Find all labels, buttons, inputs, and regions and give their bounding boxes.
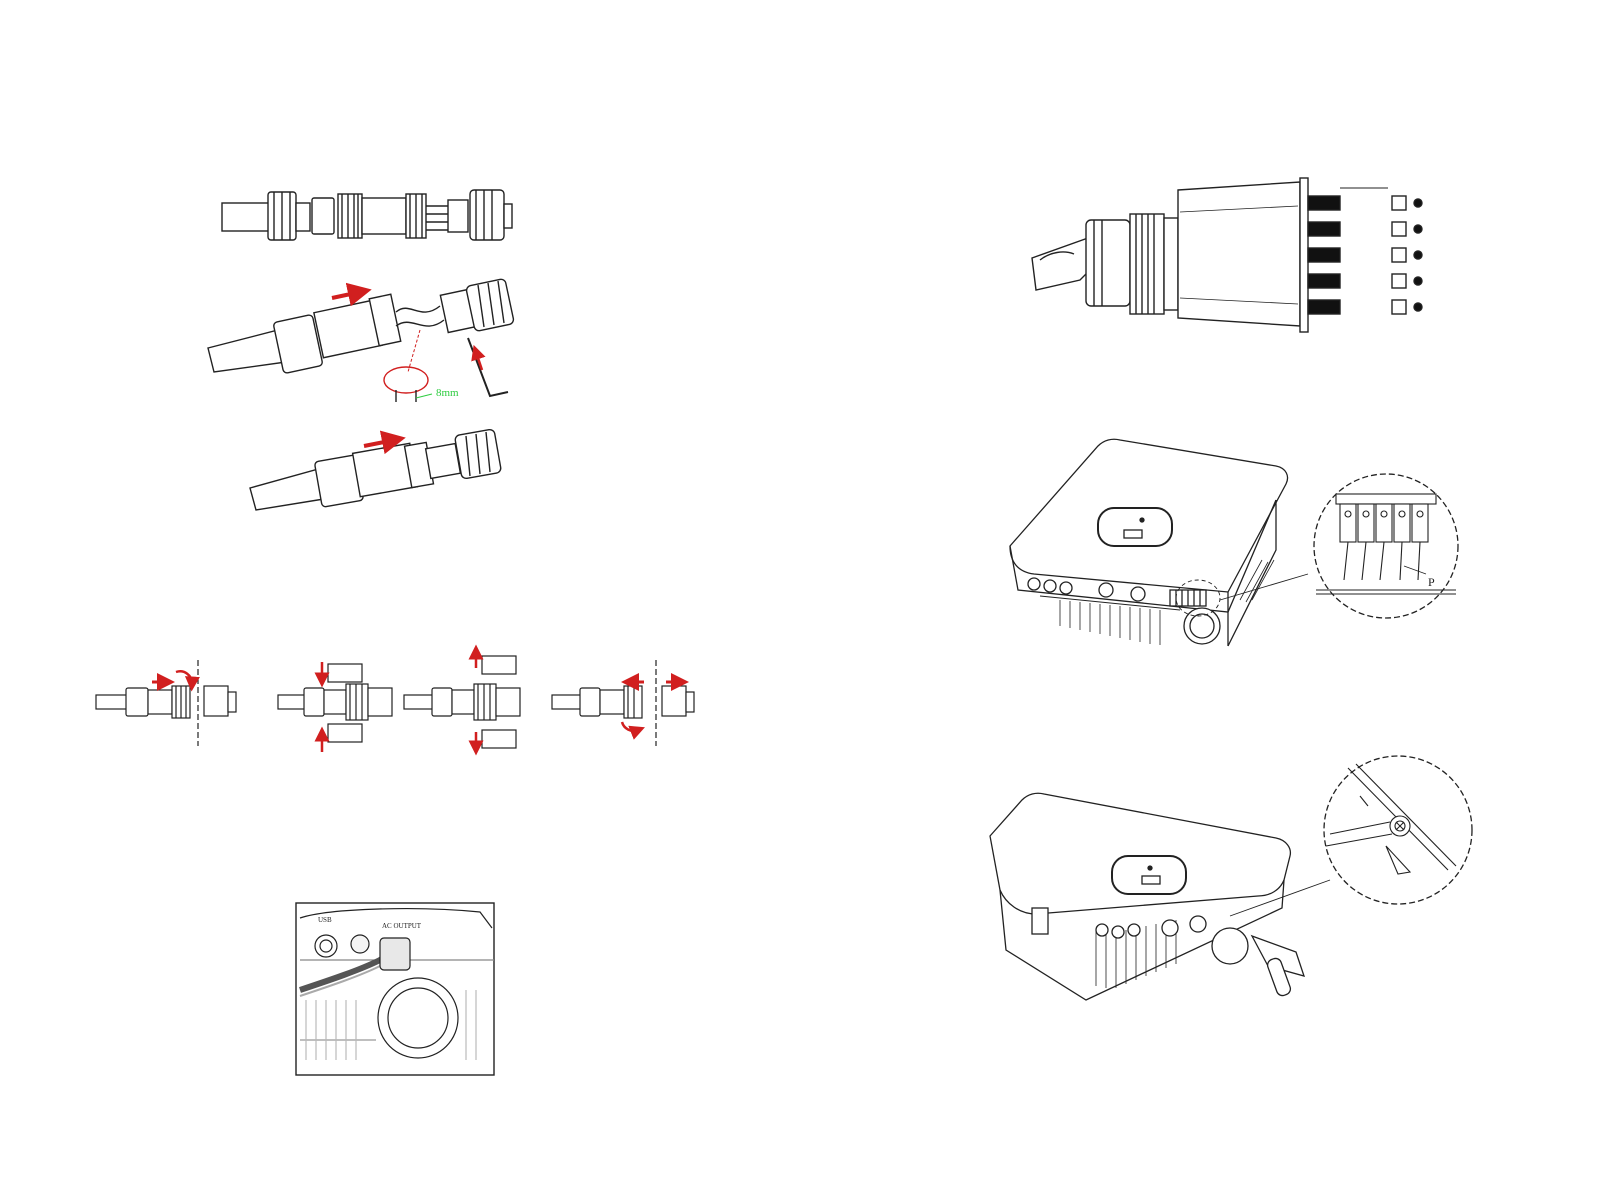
disassembly-step-1: [96, 660, 236, 746]
connector-assembly-figure: [208, 278, 514, 402]
ring-terminals: [1392, 196, 1422, 314]
connector-exploded-figure: [222, 190, 512, 240]
disassembly-step-2: [278, 662, 392, 752]
connector-assembled-figure: [250, 429, 502, 510]
disassembly-sequence: [96, 652, 694, 752]
cable-terminal-figure: [1032, 178, 1422, 332]
strip-length-label: 8mm: [436, 387, 459, 399]
ac-output-label: AC OUTPUT: [382, 922, 422, 930]
inverter-terminal-figure: [1010, 439, 1458, 646]
inverter-screw-figure: [990, 756, 1472, 1000]
usb-port-label: USB: [318, 916, 332, 924]
disassembly-step-3: [404, 652, 520, 748]
ac-output-detail-box: USB AC OUTPUT: [296, 903, 494, 1075]
ground-terminal-label: P: [1428, 575, 1435, 589]
disassembly-step-4: [552, 660, 694, 746]
